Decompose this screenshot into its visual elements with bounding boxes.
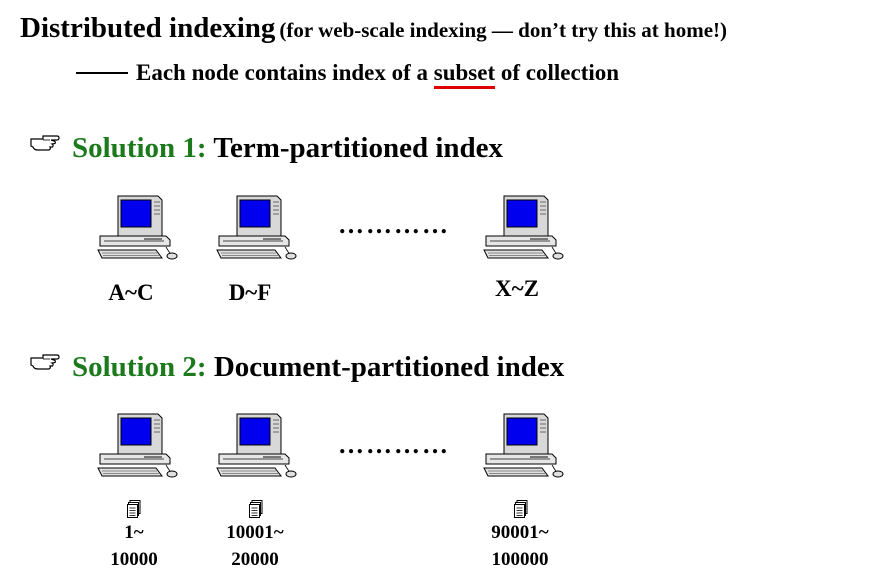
solution-2-prefix: Solution 2: [72, 351, 207, 383]
computer-icon [215, 192, 299, 266]
doc-range-label: 1~ 10000 [94, 519, 174, 573]
subtitle-post: of collection [495, 60, 620, 85]
term-range-label: A~C [108, 280, 154, 305]
document-stack-icon [249, 500, 263, 518]
subtitle-pre: Each node contains index of a [136, 60, 434, 85]
pointing-hand-icon [30, 133, 60, 153]
slide-title: Distributed indexing (for web-scale inde… [20, 12, 727, 45]
document-stack-icon [514, 500, 528, 518]
doc-range-start: 10001~ [226, 522, 284, 543]
subtitle-underlined-word: subset [433, 60, 496, 89]
computer-icon [482, 192, 566, 266]
doc-range-start: 90001~ [491, 522, 549, 543]
computer-icon [215, 410, 299, 484]
doc-range-end: 10000 [110, 549, 158, 570]
pointing-hand-icon [30, 352, 60, 372]
solution-1-prefix: Solution 1: [72, 132, 207, 164]
computer-icon [96, 410, 180, 484]
subtitle-line: Each node contains index of a subset of … [76, 60, 620, 89]
ellipsis: ………… [338, 430, 450, 459]
doc-range-end: 20000 [231, 549, 279, 570]
doc-range-label: 90001~ 100000 [480, 519, 560, 573]
title-note: (for web-scale indexing — don’t try this… [279, 18, 727, 42]
dash-line [76, 71, 128, 74]
solution-2-heading: Solution 2: Document-partitioned index [30, 351, 564, 384]
term-range-label: D~F [228, 280, 272, 305]
doc-range-start: 1~ [124, 522, 144, 543]
title-text: Distributed indexing [20, 12, 276, 44]
term-range-label: X~Z [495, 276, 539, 301]
doc-range-end: 100000 [491, 549, 549, 570]
document-stack-icon [127, 500, 141, 518]
ellipsis: ………… [338, 210, 450, 239]
doc-range-label: 10001~ 20000 [215, 519, 295, 573]
solution-2-title: Document-partitioned index [213, 351, 565, 383]
computer-icon [482, 410, 566, 484]
solution-1-title: Term-partitioned index [213, 132, 504, 164]
solution-1-heading: Solution 1: Term-partitioned index [30, 132, 503, 165]
computer-icon [96, 192, 180, 266]
